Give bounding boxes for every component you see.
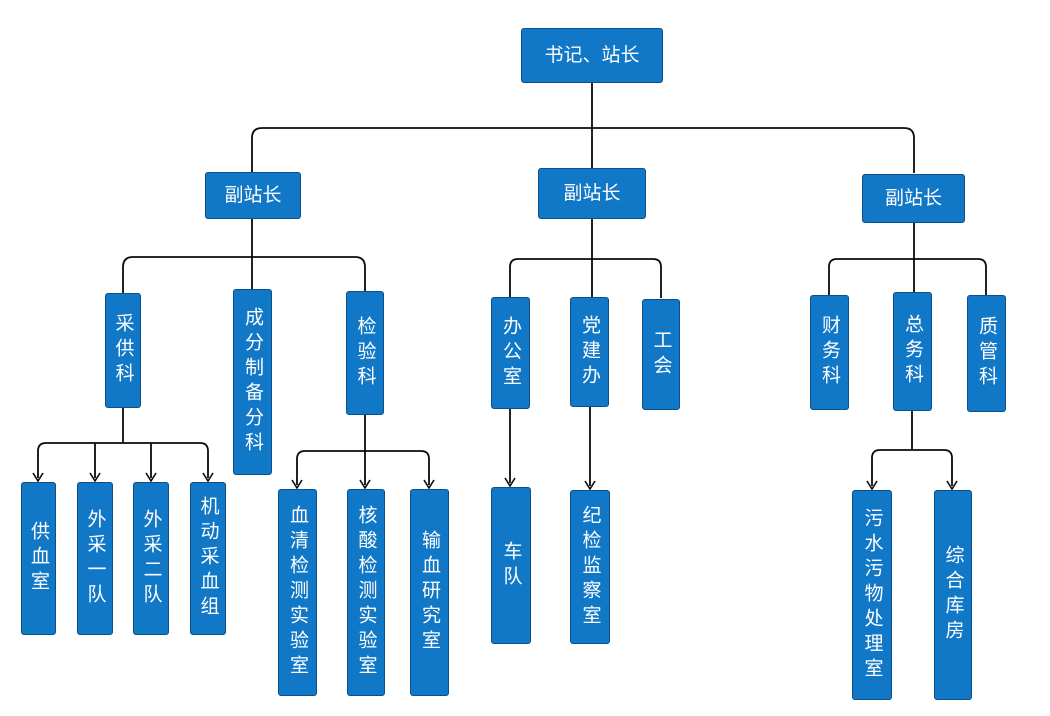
connector-caigongke-teams [37, 407, 209, 478]
node-caigongke: 采供科 [105, 293, 141, 408]
node-chengfen-label: 成分制备分科 [242, 307, 264, 457]
node-jijian-label: 纪检监察室 [579, 504, 602, 630]
node-vp3: 副站长 [862, 174, 965, 223]
arrow-head [423, 479, 435, 490]
node-gonghui: 工会 [642, 299, 680, 410]
node-waicai1-label: 外采一队 [84, 508, 107, 609]
node-chedui-label: 车队 [500, 540, 523, 591]
node-jijian: 纪检监察室 [570, 490, 610, 644]
node-waicai1: 外采一队 [77, 482, 113, 635]
node-vp2-label: 副站长 [563, 182, 621, 204]
node-zongwu: 总务科 [893, 292, 932, 411]
arrow-head [291, 479, 303, 490]
arrow-head [866, 480, 878, 491]
connector-jianyanke-labs [296, 414, 430, 485]
node-caiwu-label: 财务科 [819, 315, 841, 390]
node-zhiguan-label: 质管科 [976, 316, 998, 391]
arrow-head [946, 480, 958, 491]
node-jianyanke: 检验科 [346, 291, 384, 415]
node-wushui: 污水污物处理室 [852, 490, 892, 700]
node-hesuan: 核酸检测实验室 [347, 489, 385, 696]
node-caiwu: 财务科 [810, 295, 849, 410]
node-bangongshi: 办公室 [491, 297, 530, 409]
node-dangjianban-label: 党建办 [579, 314, 601, 390]
node-jidong: 机动采血组 [190, 482, 226, 635]
node-shuxue-label: 输血研究室 [419, 530, 441, 655]
node-hesuan-label: 核酸检测实验室 [355, 505, 378, 680]
node-chengfen: 成分制备分科 [233, 289, 272, 475]
connector-vp1-sections [122, 219, 366, 294]
arrow-head [145, 472, 157, 483]
node-gongxueshi: 供血室 [21, 482, 56, 635]
node-jianyanke-label: 检验科 [354, 315, 377, 391]
arrow-head [32, 472, 44, 483]
node-bangongshi-label: 办公室 [500, 315, 522, 391]
arrow-head [202, 472, 214, 483]
node-waicai2-label: 外采二队 [140, 508, 163, 609]
connector-vp3-units [828, 222, 987, 296]
node-caigongke-label: 采供科 [112, 313, 135, 388]
node-wushui-label: 污水污物处理室 [861, 507, 884, 683]
arrow-head [89, 472, 101, 483]
node-jidong-label: 机动采血组 [197, 496, 220, 621]
node-xueqing: 血清检测实验室 [278, 489, 317, 696]
node-waicai2: 外采二队 [133, 482, 169, 635]
arrow-head [584, 480, 596, 491]
node-vp2: 副站长 [538, 168, 646, 219]
node-root-label: 书记、站长 [544, 44, 640, 66]
node-shuxue: 输血研究室 [410, 489, 449, 696]
connector-vp2-units [509, 219, 662, 298]
arrow-head [359, 479, 371, 490]
connector-root-vps [251, 82, 915, 173]
connector-zongwu-subs [871, 410, 953, 486]
node-chedui: 车队 [491, 487, 531, 644]
node-dangjianban: 党建办 [570, 297, 609, 407]
arrow-head [504, 477, 516, 488]
node-zhiguan: 质管科 [967, 295, 1006, 412]
node-xueqing-label: 血清检测实验室 [287, 505, 309, 680]
node-zongwu-label: 总务科 [902, 314, 924, 389]
node-vp1-label: 副站长 [224, 184, 282, 206]
node-zonghe: 综合库房 [934, 490, 972, 700]
node-gongxueshi-label: 供血室 [28, 521, 50, 596]
node-vp1: 副站长 [205, 172, 301, 219]
node-root: 书记、站长 [521, 28, 663, 83]
node-vp3-label: 副站长 [884, 187, 942, 209]
node-gonghui-label: 工会 [650, 329, 673, 380]
node-zonghe-label: 综合库房 [942, 545, 965, 645]
